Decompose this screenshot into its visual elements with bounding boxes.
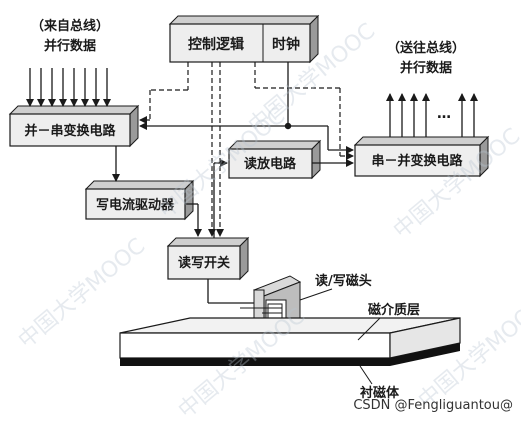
read-amp-label: 读放电路 xyxy=(244,156,297,172)
par-to-ser-label: 并－串变换电路 xyxy=(24,123,116,139)
substrate-label: 衬磁体 xyxy=(360,385,400,401)
from-bus-subtitle: 并行数据 xyxy=(44,38,96,54)
output-data-arrows xyxy=(386,93,478,137)
control-lines xyxy=(139,62,354,237)
medium-label: 磁介质层 xyxy=(368,302,420,318)
from-bus-title: （来自总线） xyxy=(31,18,109,34)
par-to-ser-box: 并－串变换电路 xyxy=(8,104,140,148)
head-label: 读/写磁头 xyxy=(315,273,372,289)
ser-to-par-box: 串－并变换电路 xyxy=(353,135,490,178)
csdn-credit: CSDN @Fengliguantou@ xyxy=(353,398,513,413)
control-logic-label: 控制逻辑 xyxy=(188,36,244,53)
clock-label: 时钟 xyxy=(272,36,300,53)
medium-leader xyxy=(357,317,381,341)
control-logic-box: 控制逻辑 时钟 xyxy=(168,14,320,64)
clock-junction xyxy=(284,122,292,130)
disk-platter xyxy=(119,317,461,366)
read-amp-box: 读放电路 xyxy=(227,139,322,180)
rw-switch-box: 读写开关 xyxy=(166,236,250,281)
write-driver-box: 写电流驱动器 xyxy=(84,179,195,221)
rw-switch-label: 读写开关 xyxy=(178,255,230,271)
to-bus-title: （送往总线） xyxy=(387,40,465,56)
to-bus-subtitle: 并行数据 xyxy=(400,60,452,76)
head-leader xyxy=(299,288,333,301)
write-driver-label: 写电流驱动器 xyxy=(96,197,175,213)
input-data-arrows xyxy=(26,68,111,107)
output-ellipsis: … xyxy=(437,106,451,122)
substrate-leader xyxy=(359,365,373,385)
signal-lines xyxy=(112,62,354,304)
ser-to-par-label: 串－并变换电路 xyxy=(371,153,463,169)
